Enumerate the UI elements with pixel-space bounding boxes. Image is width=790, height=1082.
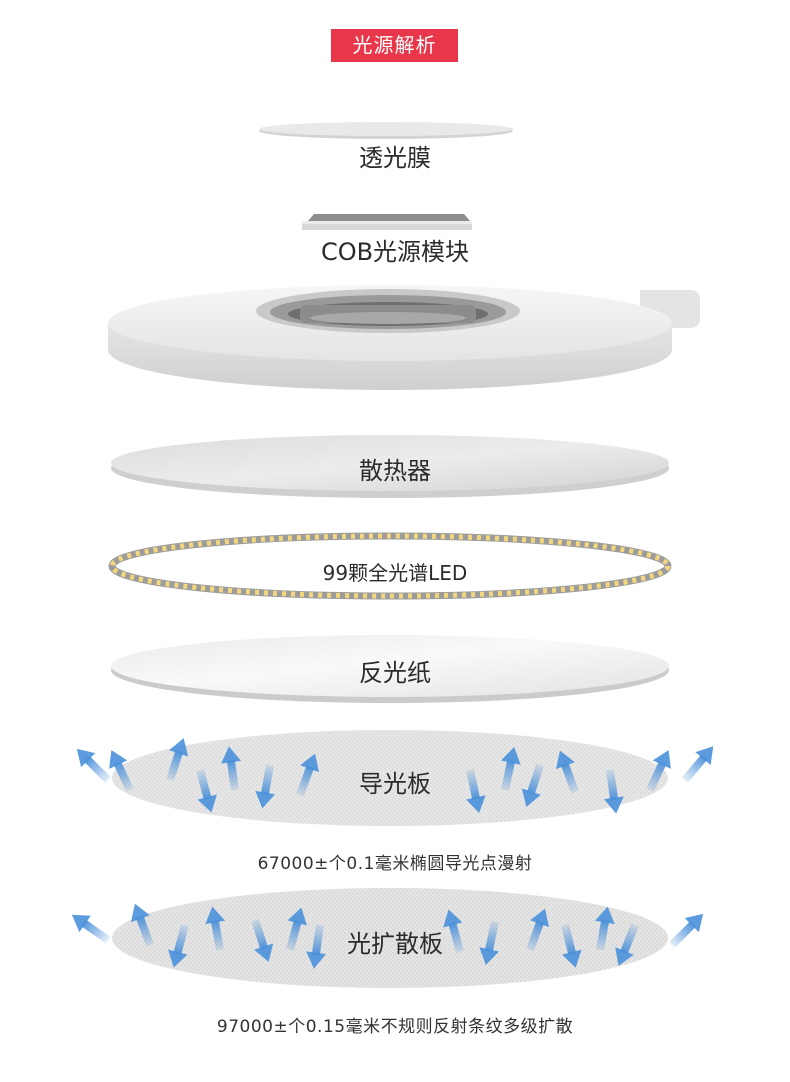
diffuser-layer — [112, 888, 668, 988]
film-label: 透光膜 — [359, 144, 431, 172]
diffuser-caption: 97000±个0.15毫米不规则反射条纹多级扩散 — [216, 1017, 574, 1037]
diffuser-label: 光扩散板 — [347, 930, 443, 958]
section-title-badge: 光源解析 — [331, 29, 458, 62]
reflector-layer — [111, 635, 669, 703]
cob-label: COB光源模块 — [320, 238, 470, 266]
guide-caption: 67000±个0.1毫米椭圆导光点漫射 — [257, 854, 533, 874]
led-label: 99颗全光谱LED — [322, 561, 468, 585]
led-ring-layer — [108, 532, 672, 600]
light-film-layer — [259, 122, 513, 139]
frame-plate-layer — [108, 285, 700, 390]
heatsink-label: 散热器 — [359, 457, 431, 485]
cob-module-layer — [302, 214, 472, 230]
heatsink-layer — [111, 435, 669, 498]
guide-label: 导光板 — [359, 770, 431, 798]
reflector-label: 反光纸 — [359, 659, 431, 687]
